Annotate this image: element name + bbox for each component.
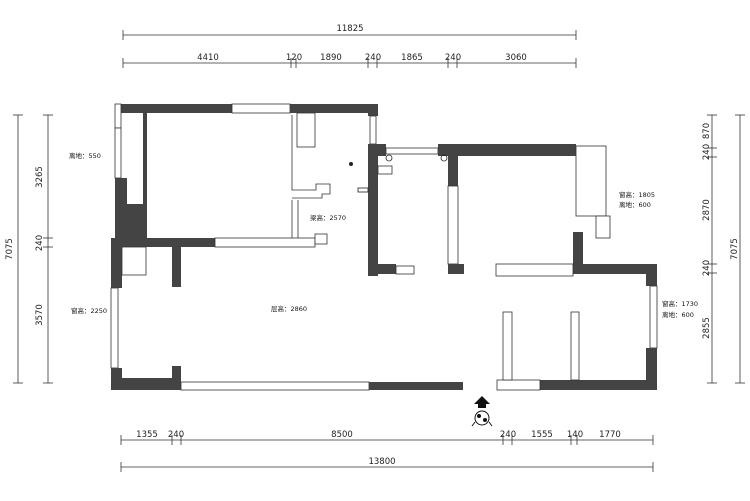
top-dimension-total: 11825 (122, 24, 577, 40)
pipe-icon (440, 154, 448, 162)
left-seg-3: 3570 (35, 304, 45, 326)
right-seg-3: 2870 (702, 199, 712, 221)
right-dimension-segments: 870 240 2870 240 2855 (702, 114, 717, 384)
top-seg-5: 1865 (401, 53, 423, 63)
top-seg-2: 120 (286, 53, 302, 63)
right-seg-4: 240 (702, 260, 712, 276)
bottom-seg-3: 8500 (331, 430, 353, 440)
left-dimension-segments: 3265 240 3570 (35, 114, 53, 384)
left-seg-1: 3265 (35, 166, 45, 188)
sill-height-right-bottom: 离地：600 (662, 310, 694, 319)
fixture-marks (349, 154, 448, 193)
top-seg-6: 240 (445, 53, 461, 63)
bottom-total-label: 13800 (368, 457, 395, 467)
bottom-seg-4: 240 (500, 430, 516, 440)
right-seg-1: 870 (702, 123, 712, 139)
window-height-right-top: 窗高：1805 (619, 190, 655, 199)
sill-height-left-top: 离地：550 (69, 151, 101, 160)
top-total-label: 11825 (336, 24, 363, 34)
entrance-arrow-icon (471, 396, 493, 427)
right-seg-5: 2855 (702, 317, 712, 339)
top-seg-3: 1890 (320, 53, 342, 63)
sill-height-right-top: 离地：600 (619, 200, 651, 209)
top-seg-7: 3060 (505, 53, 527, 63)
right-seg-2: 240 (702, 144, 712, 160)
bottom-seg-7: 1770 (599, 430, 621, 440)
pipe-icon (385, 154, 393, 162)
walls (110, 103, 658, 391)
beam-height-label: 梁高：2570 (310, 213, 346, 222)
bottom-dimension-segments: 1355 240 8500 240 1555 140 1770 (120, 430, 654, 445)
bottom-seg-6: 140 (567, 430, 583, 440)
left-dimension-total: 7075 (5, 114, 23, 384)
floor-height-label: 层高：2860 (271, 304, 307, 313)
bottom-seg-2: 240 (168, 430, 184, 440)
top-dimension-segments: 4410 120 1890 240 1865 240 3060 (122, 53, 577, 68)
right-total-label: 7075 (730, 238, 740, 260)
bottom-seg-1: 1355 (136, 430, 158, 440)
top-seg-1: 4410 (197, 53, 219, 63)
window-height-right-bottom: 窗高：1730 (662, 299, 698, 308)
window-height-left-bottom: 窗高：2250 (71, 306, 107, 315)
bottom-seg-5: 1555 (531, 430, 553, 440)
left-seg-2: 240 (35, 235, 45, 251)
bottom-dimension-total: 13800 (120, 457, 654, 472)
top-seg-4: 240 (365, 53, 381, 63)
left-total-label: 7075 (5, 238, 15, 260)
right-dimension-total: 7075 (730, 114, 745, 384)
column-point-icon (349, 162, 353, 166)
